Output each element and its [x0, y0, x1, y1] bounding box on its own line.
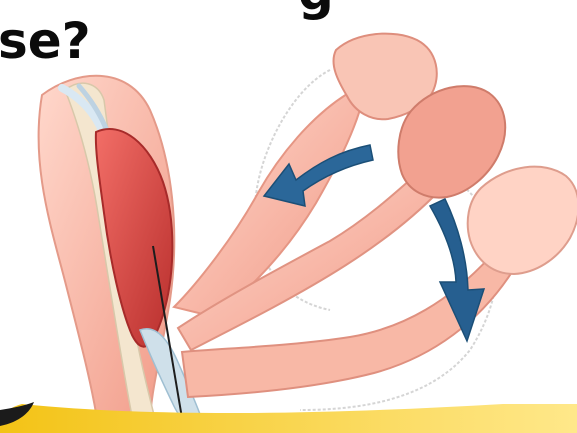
- cut-off-heading-fragment: g: [298, 0, 334, 17]
- fist-lower: [468, 167, 577, 274]
- question-text: se?: [0, 16, 91, 66]
- caption-area: g se?: [0, 0, 418, 82]
- bottom-banner-edge: [0, 404, 577, 433]
